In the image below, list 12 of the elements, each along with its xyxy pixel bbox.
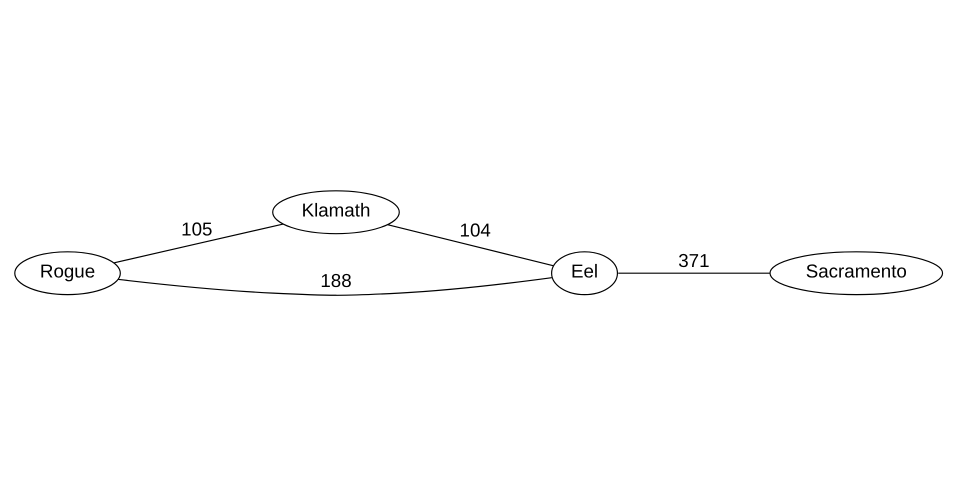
- edge-label: 371: [678, 250, 710, 272]
- connector: [618, 272, 770, 274]
- node-ellipse: Rogue: [14, 251, 120, 296]
- connector: [386, 224, 553, 266]
- connector: [118, 277, 552, 296]
- edge-label: 105: [180, 218, 212, 240]
- node-ellipse: Eel: [550, 251, 618, 296]
- edge-label: 188: [320, 270, 352, 292]
- connector: [114, 224, 283, 264]
- node-ellipse: Sacramento: [768, 251, 943, 296]
- edge-label: 104: [459, 220, 490, 241]
- node-ellipse: Klamath: [272, 190, 400, 234]
